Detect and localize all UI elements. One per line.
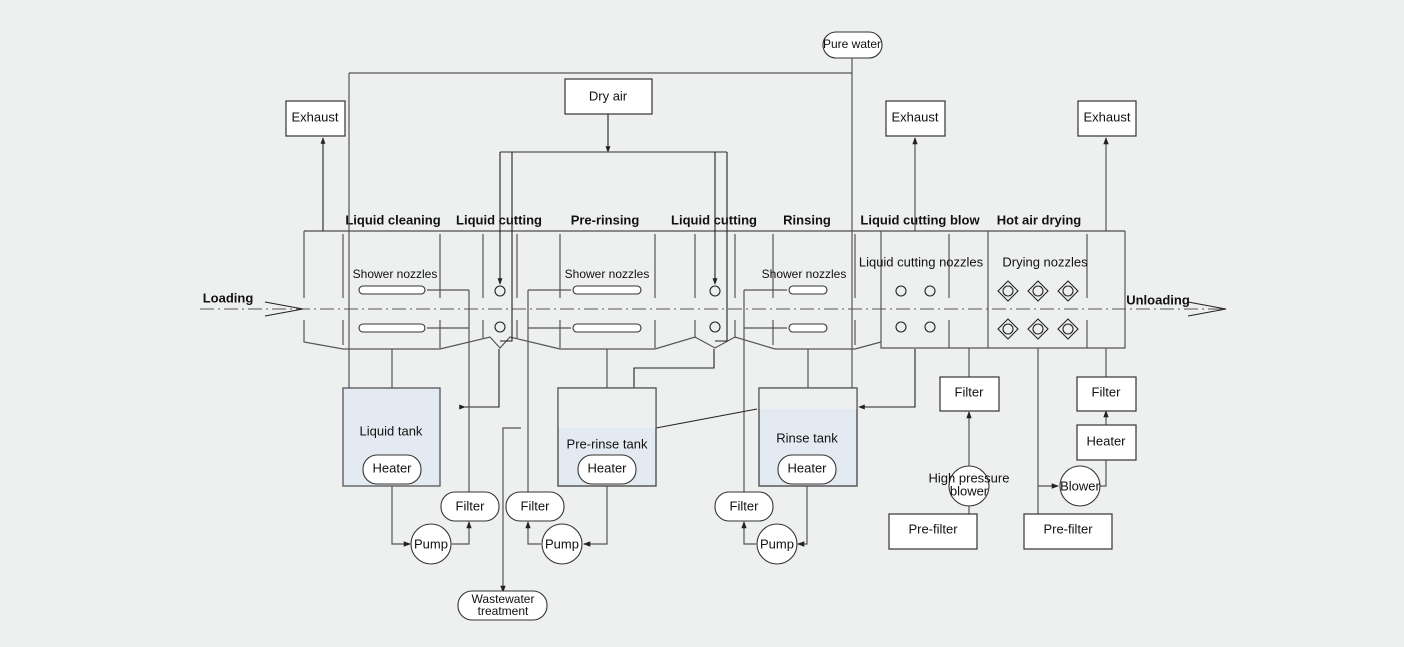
pre-rinse-filter xyxy=(505,491,565,522)
drying-nozzles xyxy=(997,280,1079,340)
pure-water-label: Pure water xyxy=(823,37,881,51)
cutting-nozzles xyxy=(494,285,936,333)
dry-prefilter-label: Pre-filter xyxy=(1043,521,1093,536)
stage-rinsing: Rinsing xyxy=(783,212,831,227)
pre-rinse-tank-heater xyxy=(577,454,637,485)
rinse-tank-label: Rinse tank xyxy=(776,430,838,445)
shower-nozzle-bars xyxy=(358,285,828,333)
rinse-pump xyxy=(756,523,798,565)
pre-rinse-filter-label: Filter xyxy=(521,498,551,513)
rinse-tank-heater-label: Heater xyxy=(787,460,827,475)
stage-hot-air-drying: Hot air drying xyxy=(997,212,1082,227)
blower-label-1: High pressure xyxy=(929,470,1010,485)
liquid-filter-label: Filter xyxy=(456,498,486,513)
pre-rinse-pump-label: Pump xyxy=(545,536,579,551)
wastewater-label-2: treatment xyxy=(478,604,529,618)
pre-rinse-pump xyxy=(541,523,583,565)
dry-heater-label: Heater xyxy=(1086,433,1126,448)
liquid-tank-heater xyxy=(362,454,422,485)
rinse-filter-label: Filter xyxy=(730,498,760,513)
shower-nozzles-label-2: Shower nozzles xyxy=(565,267,650,281)
rinse-filter xyxy=(714,491,774,522)
shower-nozzles-label-3: Shower nozzles xyxy=(762,267,847,281)
dry-heater-box xyxy=(1076,424,1137,461)
dry-blower-label: Blower xyxy=(1060,478,1100,493)
blower-label-2: blower xyxy=(950,483,989,498)
stage-liquid-cutting-1: Liquid cutting xyxy=(456,212,542,227)
blow-filter-box xyxy=(939,376,1000,412)
blow-prefilter-label: Pre-filter xyxy=(908,521,958,536)
blow-prefilter-box xyxy=(888,513,978,550)
drying-nozzles-label: Drying nozzles xyxy=(1002,254,1088,269)
rinse-pump-label: Pump xyxy=(760,536,794,551)
dry-filter-box xyxy=(1076,376,1137,412)
dry-air-label: Dry air xyxy=(589,88,628,103)
stage-liquid-cutting-2: Liquid cutting xyxy=(671,212,757,227)
wastewater-node xyxy=(457,590,548,621)
exhaust-box-3 xyxy=(1077,100,1137,137)
exhaust-box-2 xyxy=(885,100,946,137)
tank-circulation xyxy=(391,486,808,547)
stage-pre-rinsing: Pre-rinsing xyxy=(571,212,640,227)
liquid-pump xyxy=(410,523,452,565)
exhaust-label-2: Exhaust xyxy=(892,109,939,124)
exhaust-label-1: Exhaust xyxy=(292,109,339,124)
dry-prefilter-box xyxy=(1023,513,1113,550)
stage-liquid-cutting-blow: Liquid cutting blow xyxy=(860,212,980,227)
pre-rinse-tank-label: Pre-rinse tank xyxy=(567,436,648,451)
exhaust-box-1 xyxy=(285,100,346,137)
dry-filter-label: Filter xyxy=(1092,384,1122,399)
high-pressure-blower xyxy=(948,465,990,507)
dry-unit-pipes xyxy=(1037,348,1109,514)
pre-rinse-tank-heater-label: Heater xyxy=(587,460,627,475)
liquid-cutting-nozzles-label: Liquid cutting nozzles xyxy=(859,254,984,269)
dry-blower xyxy=(1059,465,1101,507)
shower-nozzles-label-1: Shower nozzles xyxy=(353,267,438,281)
rinse-tank-heater xyxy=(777,454,837,485)
conveyor-line xyxy=(200,301,1227,317)
liquid-tank-heater-label: Heater xyxy=(372,460,412,475)
exhaust-label-3: Exhaust xyxy=(1084,109,1131,124)
wastewater-label-1: Wastewater xyxy=(472,592,535,606)
loading-label: Loading xyxy=(203,290,254,305)
blow-filter-label: Filter xyxy=(955,384,985,399)
liquid-tank-label: Liquid tank xyxy=(360,423,423,438)
unloading-label: Unloading xyxy=(1126,292,1190,307)
liquid-pump-label: Pump xyxy=(414,536,448,551)
liquid-filter xyxy=(440,491,500,522)
stage-liquid-cleaning: Liquid cleaning xyxy=(345,212,440,227)
